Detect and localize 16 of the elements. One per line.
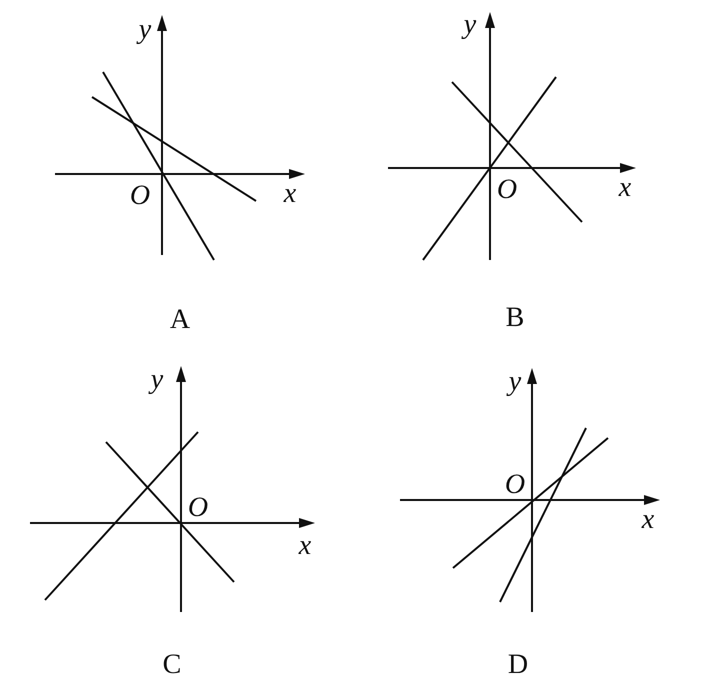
origin-label: O xyxy=(188,494,208,522)
axis-label: x xyxy=(618,174,632,202)
option-letter: D xyxy=(508,651,528,679)
axis-label: y xyxy=(508,368,522,396)
option-letter: B xyxy=(506,304,524,332)
axis-label: y xyxy=(138,16,152,44)
axis-label: y xyxy=(464,11,476,39)
origin-label: O xyxy=(130,182,150,210)
origin-label: O xyxy=(504,471,526,499)
option-letter: C xyxy=(162,651,182,679)
origin-label: O xyxy=(496,176,518,204)
option-letter: A xyxy=(170,306,190,334)
axis-label: y xyxy=(150,366,164,394)
axis-label: x xyxy=(284,180,296,208)
axis-label: x xyxy=(642,506,654,534)
axis-label: x xyxy=(298,532,312,560)
